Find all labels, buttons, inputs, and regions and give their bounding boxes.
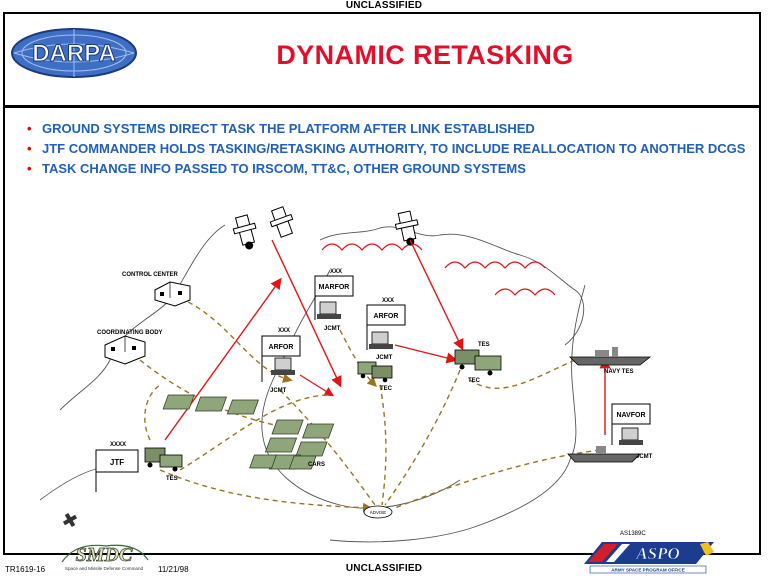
ship-icon — [567, 446, 641, 463]
link-arrow — [164, 277, 282, 441]
comm-link — [144, 384, 161, 441]
link-arrow — [271, 239, 342, 388]
smdc-caption: Space and Missile Defense Command — [65, 566, 144, 571]
computer-terminal-icon — [369, 331, 393, 349]
marfor-jcmt: JCMT — [324, 326, 341, 332]
jamming-arcs — [321, 243, 423, 251]
tec-right-label: TEC — [468, 378, 481, 384]
bullet-dot-icon: • — [27, 161, 32, 176]
control-center-label: CONTROL CENTER — [122, 272, 179, 278]
doc-id: TR1619-16 — [5, 565, 46, 574]
bullet-item: • JTF COMMANDER HOLDS TASKING/RETASKING A… — [27, 140, 747, 157]
terrain-outline — [261, 269, 461, 509]
comm-link — [469, 359, 576, 389]
jtf-echelon: XXXX — [110, 442, 126, 448]
right-code: AS1389C — [620, 531, 646, 537]
marfor-echelon: XXX — [330, 269, 342, 275]
arfor-right-echelon: XXX — [382, 298, 394, 304]
arfor-left-label: ARFOR — [269, 344, 294, 351]
comm-link — [159, 469, 373, 513]
tec-vehicle-icon — [357, 361, 393, 383]
platform-icon — [269, 206, 294, 238]
arfor-right-flag — [366, 304, 406, 326]
computer-terminal-icon — [619, 427, 643, 445]
terrain-outline — [59, 224, 226, 411]
bullet-dot-icon: • — [27, 121, 32, 136]
coordinating-body-building-icon — [104, 335, 146, 365]
classification-bottom: UNCLASSIFIED — [345, 563, 423, 574]
navy-tes-label: NAVY TES — [604, 369, 633, 375]
jamming-arcs — [444, 261, 546, 269]
aspo-logo-text: ASPO — [635, 544, 679, 563]
smdc-logo-text: SMDC — [76, 544, 133, 566]
jamming-arcs — [494, 288, 556, 296]
darpa-logo-text: DARPA — [32, 40, 116, 67]
cars-label: CARS — [308, 462, 325, 468]
navfor-flag — [611, 403, 651, 425]
tes-vehicle-icon — [144, 447, 183, 472]
coordinating-body-label: COORDINATING BODY — [97, 330, 163, 336]
control-center-building-icon — [154, 281, 191, 307]
aircraft-icon — [62, 512, 78, 528]
terrain-outline — [319, 226, 585, 346]
classification-top: UNCLASSIFIED — [345, 0, 423, 11]
platform-icon — [232, 214, 257, 250]
bullet-text: JTF COMMANDER HOLDS TASKING/RETASKING AU… — [42, 141, 746, 156]
tes-right-label: TES — [478, 342, 490, 348]
arfor-right-jcmt: JCMT — [376, 355, 393, 361]
bullet-dot-icon: • — [27, 141, 32, 156]
tec-center-label: TEC — [380, 386, 393, 392]
bullet-list: • GROUND SYSTEMS DIRECT TASK THE PLATFORM… — [27, 120, 747, 180]
slide-title: DYNAMIC RETASKING — [276, 40, 574, 70]
navfor-label: NAVFOR — [616, 412, 645, 419]
jtf-label: JTF — [110, 458, 124, 467]
jtf-tes: TES — [166, 476, 178, 482]
comm-link — [279, 389, 376, 506]
header-divider — [3, 105, 761, 108]
ship-icon — [569, 347, 652, 366]
platform-icon — [394, 210, 419, 246]
smdc-logo: SMDC Space and Missile Defense Command — [61, 544, 149, 571]
slide-frame — [3, 12, 761, 555]
comm-link — [379, 384, 387, 506]
cars-vehicle-cluster-icon — [162, 394, 335, 470]
comm-link — [384, 369, 461, 506]
bottom-node — [363, 505, 393, 519]
arfor-right-label: ARFOR — [374, 313, 399, 320]
computer-terminal-icon — [271, 357, 295, 375]
arfor-left-flag — [261, 335, 301, 357]
bullet-item: • TASK CHANGE INFO PASSED TO IRSCOM, TT&C… — [27, 160, 747, 177]
computer-terminal-icon — [317, 301, 341, 319]
link-arrow — [409, 239, 464, 351]
aspo-logo: ASPO ARMY SPACE PROGRAM OFFICE — [584, 542, 714, 574]
bottom-node-label: ADVISE — [370, 510, 387, 515]
marfor-label: MARFOR — [319, 284, 350, 291]
tes-vehicle-icon — [454, 349, 502, 376]
bullet-item: • GROUND SYSTEMS DIRECT TASK THE PLATFORM… — [27, 120, 747, 137]
marfor-flag — [314, 275, 354, 297]
doc-date: 11/21/98 — [158, 565, 189, 574]
comm-link — [179, 297, 293, 384]
navfor-jcmt: JCMT — [636, 454, 653, 460]
arfor-left-echelon: XXX — [278, 328, 290, 334]
jtf-flag — [95, 449, 139, 473]
bullet-text: GROUND SYSTEMS DIRECT TASK THE PLATFORM … — [42, 121, 535, 136]
bullet-text: TASK CHANGE INFO PASSED TO IRSCOM, TT&C,… — [42, 161, 526, 176]
aspo-caption: ARMY SPACE PROGRAM OFFICE — [611, 568, 685, 573]
comm-link — [339, 329, 377, 387]
arfor-left-jcmt: JCMT — [270, 388, 287, 394]
darpa-logo: DARPA — [11, 28, 137, 78]
comm-link — [394, 449, 601, 509]
comm-link — [179, 394, 331, 471]
link-arrow — [299, 374, 335, 397]
link-arrow — [394, 344, 458, 364]
